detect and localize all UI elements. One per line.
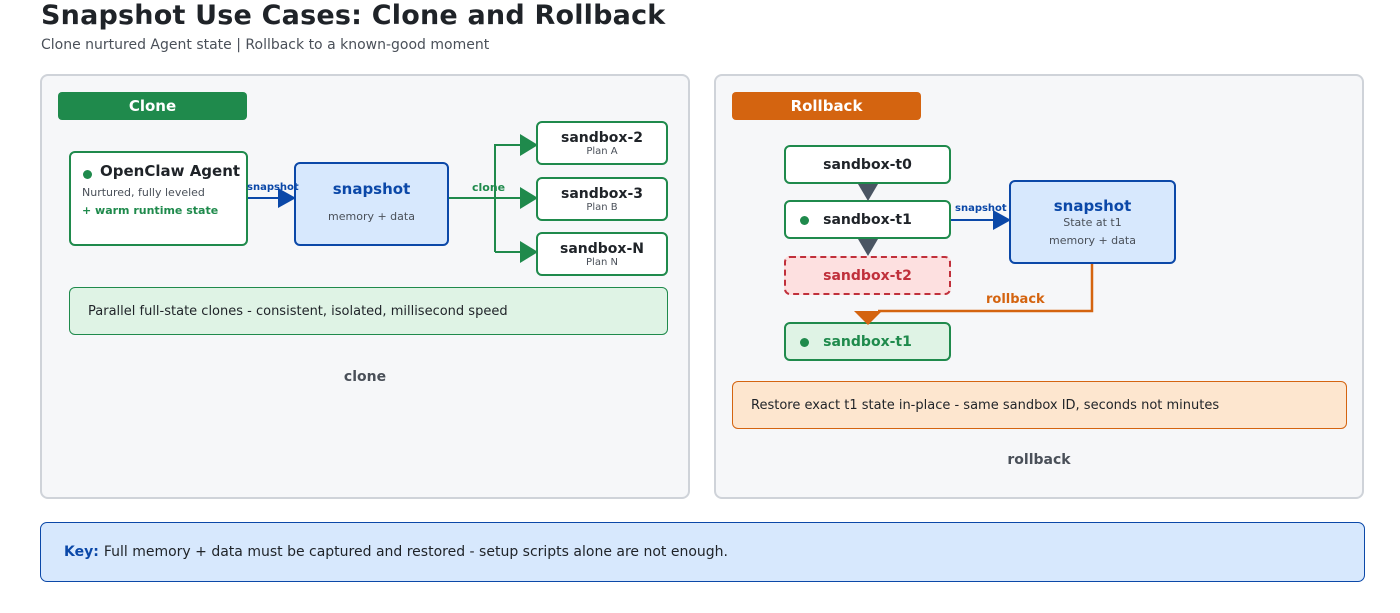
timeline-box-t2: sandbox-t2 <box>784 256 951 295</box>
timeline-name: sandbox-t0 <box>823 156 912 173</box>
rollback-arrow-label: rollback <box>986 292 1045 307</box>
agent-line2: + warm runtime state <box>82 204 219 217</box>
snapshot-arrowhead-icon <box>278 188 296 208</box>
timeline-arrow-icon <box>858 184 878 201</box>
key-banner: Key: Full memory + data must be captured… <box>40 522 1365 582</box>
active-dot-icon <box>800 338 809 347</box>
rollback-tag: Rollback <box>732 92 921 120</box>
clone-arrowhead-icon <box>520 187 538 209</box>
rollback-snapshot-box: snapshot State at t1 memory + data <box>1009 180 1176 264</box>
clone-arrow-label: clone <box>472 181 506 194</box>
timeline-name: sandbox-t2 <box>823 267 912 284</box>
rollback-arrowhead-icon <box>854 311 882 325</box>
sandbox-box: sandbox-2 Plan A <box>536 121 668 165</box>
sandbox-plan: Plan B <box>586 201 618 213</box>
sandbox-plan: Plan N <box>586 256 618 268</box>
page-title: Snapshot Use Cases: Clone and Rollback <box>41 0 666 31</box>
clone-arrowhead-icon <box>520 134 538 156</box>
timeline-arrow-icon <box>858 239 878 256</box>
clone-caption: clone <box>343 369 387 385</box>
rollback-line <box>878 264 1094 313</box>
clone-snapshot-box: snapshot memory + data <box>294 162 449 246</box>
sandbox-name: sandbox-2 <box>561 129 643 146</box>
rollback-snapshot-arrow-label: snapshot <box>955 203 1007 214</box>
timeline-box-t0: sandbox-t0 <box>784 145 951 184</box>
clone-branch-line <box>494 144 522 252</box>
agent-line1: Nurtured, fully leveled <box>82 186 205 199</box>
clone-tag: Clone <box>58 92 247 120</box>
rollback-snapshot-arrowhead-icon <box>993 210 1011 230</box>
clone-snapshot-subtitle: memory + data <box>328 210 415 223</box>
clone-note: Parallel full-state clones - consistent,… <box>69 287 668 335</box>
active-dot-icon <box>83 170 92 179</box>
page-subtitle: Clone nurtured Agent state | Rollback to… <box>41 37 490 53</box>
clone-snapshot-arrow-label: snapshot <box>247 182 299 193</box>
sandbox-box: sandbox-3 Plan B <box>536 177 668 221</box>
sandbox-name: sandbox-N <box>560 240 644 257</box>
rollback-snapshot-title: snapshot <box>1053 197 1132 215</box>
sandbox-name: sandbox-3 <box>561 185 643 202</box>
clone-arrowhead-icon <box>520 241 538 263</box>
rollback-snapshot-line2: memory + data <box>1049 234 1136 247</box>
rollback-note: Restore exact t1 state in-place - same s… <box>732 381 1347 429</box>
timeline-name: sandbox-t1 <box>823 333 912 350</box>
timeline-box-t1: sandbox-t1 <box>784 200 951 239</box>
clone-snapshot-title: snapshot <box>332 180 411 198</box>
openclaw-agent-box: OpenClaw Agent Nurtured, fully leveled +… <box>69 151 248 246</box>
key-label: Key: <box>64 544 99 560</box>
rollback-snapshot-line1: State at t1 <box>1063 216 1122 229</box>
sandbox-box: sandbox-N Plan N <box>536 232 668 276</box>
key-text: Full memory + data must be captured and … <box>103 544 728 560</box>
timeline-name: sandbox-t1 <box>823 211 912 228</box>
rollback-caption: rollback <box>1007 452 1071 468</box>
agent-title: OpenClaw Agent <box>100 162 241 180</box>
sandbox-plan: Plan A <box>586 145 618 157</box>
active-dot-icon <box>800 216 809 225</box>
